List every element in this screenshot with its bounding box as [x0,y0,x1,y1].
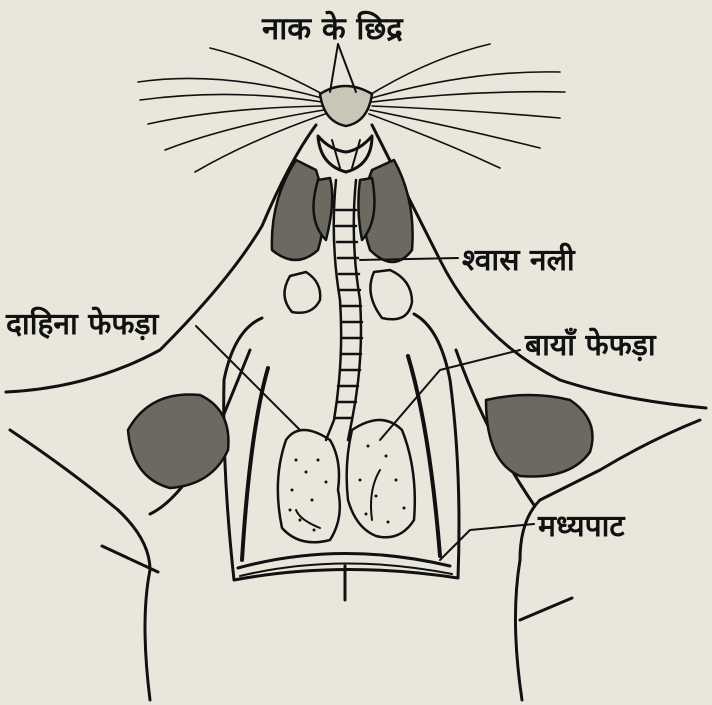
label-nostrils: नाक के छिद्र [262,14,403,45]
label-diaphragm: मध्यपाट [538,512,625,542]
left-lung [347,420,415,537]
nose [320,86,372,126]
right-limb-muscle [486,395,593,477]
right-lung [278,430,340,542]
label-right-lung: दाहिना फेफड़ा [6,310,158,340]
left-limb-muscle [128,394,228,488]
label-left-lung: बायाँ फेफड़ा [525,331,656,361]
label-trachea: श्वास नली [462,246,575,276]
body-outline [6,125,316,392]
pins [102,546,572,620]
